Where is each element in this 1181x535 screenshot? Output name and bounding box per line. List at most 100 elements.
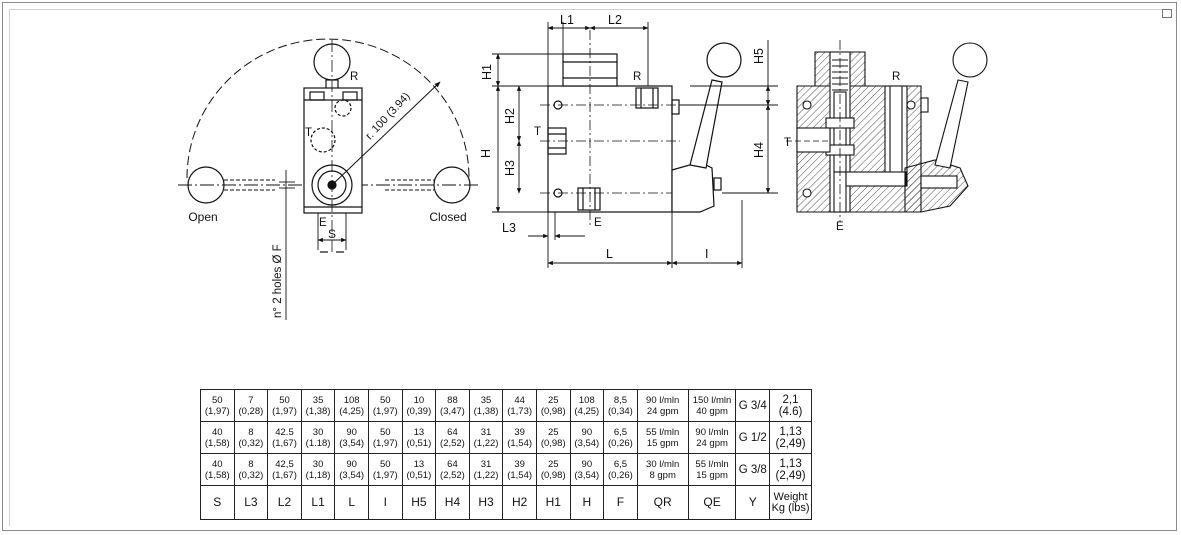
front-view [178,38,478,320]
table-cell: 39(1,54) [502,421,537,454]
port-r-label: R [350,71,358,83]
side-body [547,85,673,213]
table-cell: 25(0,98) [535,453,571,486]
table-cell: 1,13(2,49) [769,421,812,454]
cell-text: (1,58) [204,437,230,449]
cell-text: 90 l/mln [646,394,680,406]
table-header-cell: H4 [435,485,470,520]
header-text: S [213,495,222,509]
table-cell: 44(1,73) [502,389,537,422]
cell-text: (1,97) [372,469,398,481]
cell-text: (1,54) [507,437,533,449]
closed-knob [433,166,471,204]
cell-text: (3,54) [339,437,365,449]
cell-text: 108 [343,394,360,406]
cell-text: (3,54) [339,469,365,481]
table-header-cell: H5 [401,485,437,520]
cell-text: (0,32) [238,469,264,481]
table-cell: G 1/2 [735,421,771,454]
cell-text: (1,97) [204,405,230,417]
table-cell: 50(1,97) [367,421,403,454]
cell-text: 42.5 [275,426,294,438]
section-lever [934,79,969,169]
table-header-cell: L3 [233,485,269,520]
dim-h-label: H [479,149,493,158]
dim-l2-label: L2 [608,13,622,27]
table-cell: 31(1,22) [468,453,504,486]
cell-text: 88 [447,394,458,406]
cell-text: 35 [312,394,324,406]
cell-text: 90 [581,458,593,470]
header-text: L2 [277,495,292,509]
cell-text: 8,5 [613,394,628,406]
table-cell: 13(0,51) [401,421,437,454]
cell-text: (0,32) [238,437,264,449]
dim-s-label: S [328,227,336,241]
table-cell: 40(1,58) [200,453,235,486]
table-header-cell: L1 [300,485,336,520]
cell-text: 39 [514,426,525,438]
table-row: 40(1,58)8(0,32)42.5(1,67)30(1.18)90(3,54… [200,421,812,454]
table-cell: G 3/8 [735,453,771,486]
header-text: H2 [511,495,528,509]
table-header-cell: H1 [535,485,571,520]
table-row: 40(1,58)8(0,32)42,5(1,67)30(1,18)90(3,54… [200,453,812,486]
table-cell: 8(0,32) [233,421,269,454]
cell-text: (1,97) [272,405,297,417]
cell-text: (2,52) [440,437,465,449]
cell-text: 50 [379,458,391,470]
table-header-cell: L [334,485,369,520]
header-text: L [348,495,356,509]
cell-text: 55 l/mln [646,426,680,438]
header-text: H4 [444,495,461,509]
dim-l-label: L [606,247,613,261]
cell-text: (1,97) [372,405,398,417]
table-header-cell: L2 [267,485,302,520]
section-lever-knob [952,42,988,78]
cell-text: (1,54) [507,469,533,481]
cell-text: 8 [248,426,254,438]
cell-text: (1.18) [305,437,331,449]
header-text: F [616,495,625,509]
cell-text: 6,5 [613,458,628,470]
header-text: QE [703,495,721,509]
dim-h5-label: H5 [752,48,766,64]
cell-text: (4,25) [339,405,365,417]
cell-text: 10 [413,394,425,406]
cell-text: (0,34) [608,405,633,417]
cell-text: 13 [413,426,425,438]
cell-text: (1,18) [305,469,331,481]
cell-text: (0,98) [540,437,566,449]
cell-text: (1,38) [305,405,331,417]
cell-text: (0,98) [540,405,566,417]
cell-text: 50 [279,394,290,406]
table-cell: 50(1,97) [267,389,302,422]
cell-text: 8 [248,458,254,470]
table-row: 50(1,97)7(0,28)50(1,97)35(1,38)108(4,25)… [200,389,812,422]
cell-text: (1,22) [473,437,499,449]
port-r-side-label: R [633,71,641,83]
lever-knob [706,42,742,78]
spec-table: 50(1,97)7(0,28)50(1,97)35(1,38)108(4,25)… [200,389,812,520]
table-cell: 35(1,38) [300,389,336,422]
table-cell: 25(0,98) [535,389,571,422]
cell-text: (0,28) [238,405,264,417]
cell-text: (1,67) [272,469,297,481]
cell-text: G 1/2 [738,431,767,444]
table-header-cell: S [200,485,235,520]
cell-text: 31 [480,426,492,438]
cell-text: 35 [480,394,492,406]
cell-text: 24 gpm [646,405,679,417]
table-header-cell: Y [735,485,771,520]
cell-text: 1,13 [779,457,802,470]
label-radius: r. 100 (3.94) [363,90,412,142]
table-cell: 50(1,97) [200,389,235,422]
inner-frame [9,9,1172,526]
table-cell: 40(1,58) [200,421,235,454]
cell-text: (1,73) [507,405,533,417]
label-closed: Closed [429,210,466,224]
